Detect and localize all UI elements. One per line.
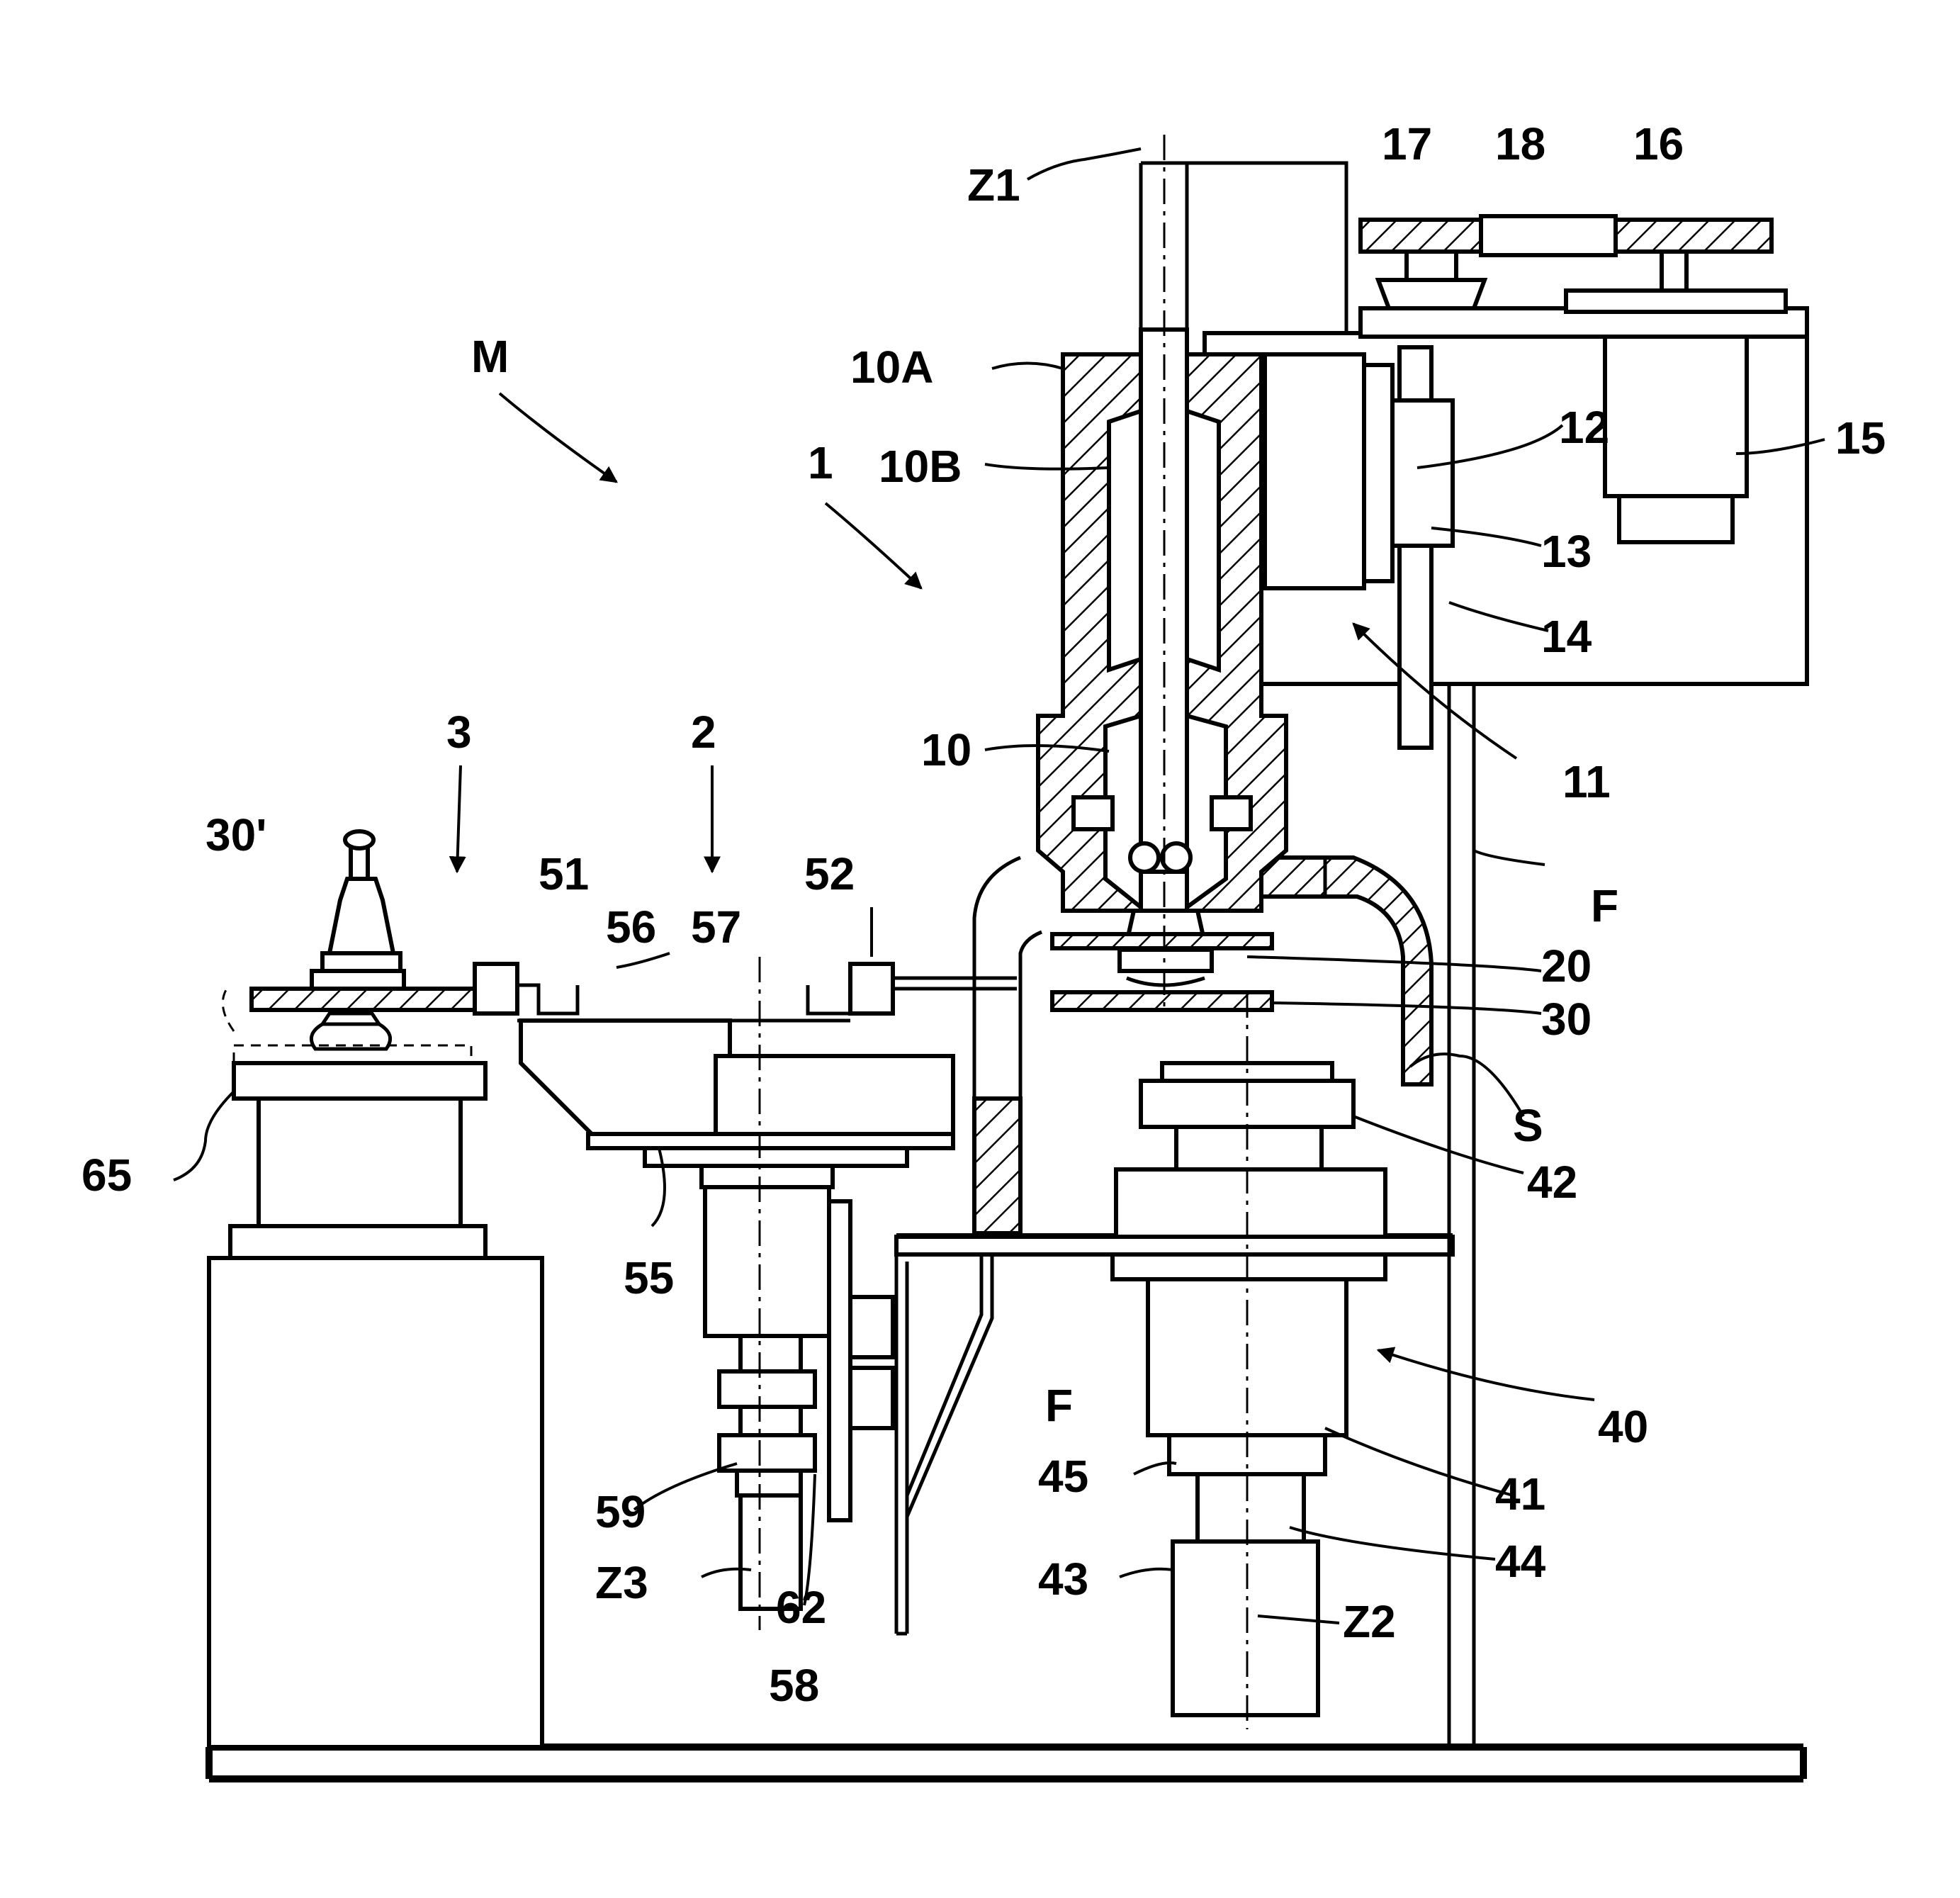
motor-15	[1605, 337, 1747, 542]
label-12: 12	[1559, 402, 1609, 453]
bracket-frame	[896, 858, 1453, 1634]
column-F	[1449, 673, 1474, 1747]
label-10: 10	[921, 724, 971, 775]
station-3-workpiece-30prime	[223, 831, 475, 1063]
label-44: 44	[1495, 1536, 1546, 1587]
label-15: 15	[1835, 412, 1886, 464]
label-14: 14	[1541, 611, 1592, 662]
label-58: 58	[769, 1660, 819, 1711]
label-57: 57	[691, 902, 741, 953]
label-10B: 10B	[879, 441, 962, 492]
label-56: 56	[606, 902, 656, 953]
label-43: 43	[1038, 1554, 1088, 1605]
station-3-housing	[209, 1063, 542, 1747]
label-Z3: Z3	[595, 1557, 648, 1608]
label-M: M	[471, 331, 509, 382]
label-11: 11	[1562, 756, 1611, 807]
label-Z2: Z2	[1343, 1596, 1396, 1647]
base-plate	[209, 1747, 1803, 1779]
label-F-frame: F	[1045, 1380, 1073, 1431]
label-18: 18	[1495, 118, 1545, 169]
station-2-drive-55	[705, 1187, 893, 1609]
label-16: 16	[1633, 118, 1684, 169]
label-30prime: 30'	[205, 809, 266, 860]
tool-20-and-30	[1052, 911, 1272, 1010]
label-51: 51	[539, 848, 589, 899]
label-10A: 10A	[850, 342, 933, 393]
label-17: 17	[1382, 118, 1432, 169]
station-2-turntable	[521, 1021, 953, 1187]
label-S: S	[1513, 1100, 1543, 1151]
label-20: 20	[1541, 940, 1592, 992]
label-Z1: Z1	[967, 159, 1020, 210]
label-3: 3	[446, 707, 472, 758]
label-1: 1	[808, 437, 833, 488]
c-frame-hatch	[1258, 858, 1431, 1084]
label-42: 42	[1527, 1157, 1577, 1208]
column-upper	[1141, 163, 1346, 333]
label-41: 41	[1495, 1469, 1545, 1520]
label-62: 62	[776, 1582, 826, 1633]
label-F-column: F	[1591, 880, 1618, 931]
label-45: 45	[1038, 1451, 1088, 1502]
belt-drive-16-17-18	[1361, 216, 1807, 337]
label-55: 55	[624, 1252, 674, 1303]
label-13: 13	[1541, 526, 1592, 577]
label-2: 2	[691, 707, 716, 758]
label-65: 65	[81, 1150, 132, 1201]
transfer-arm	[475, 964, 1017, 1021]
spindle-housing-10A	[1038, 330, 1286, 911]
label-30: 30	[1541, 994, 1592, 1045]
label-52: 52	[804, 848, 855, 899]
label-40: 40	[1598, 1401, 1648, 1452]
label-59: 59	[595, 1486, 646, 1537]
